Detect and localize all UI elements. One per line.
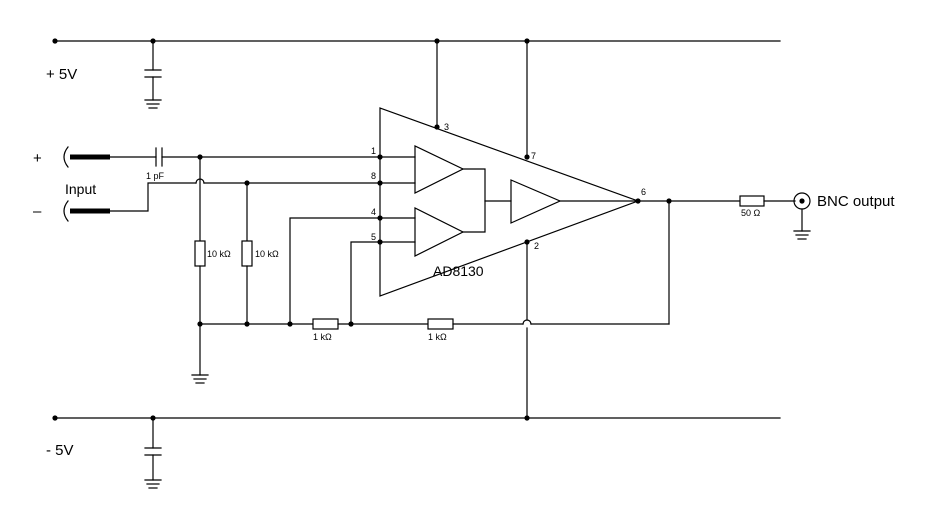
pin-6-label: 6 (641, 187, 646, 197)
bnc-output-label: BNC output (817, 193, 895, 210)
resistor-1k-1-label: 1 kΩ (313, 332, 332, 342)
pin-3-label: 3 (444, 122, 449, 132)
pin-7-label: 7 (531, 151, 536, 161)
pin-1-label: 1 (371, 146, 376, 156)
positive-rail (52, 38, 781, 44)
resistor-50-ohm-label: 50 Ω (741, 208, 761, 218)
input-plus-sign: + (33, 150, 42, 167)
ground-icon (191, 374, 209, 384)
pin-5-label: 5 (371, 232, 376, 242)
ground-icon (793, 230, 811, 240)
ground-icon (144, 99, 162, 109)
input-label: Input (65, 181, 96, 197)
resistor-10k-1-label: 10 kΩ (207, 249, 231, 259)
input-capacitor-label: 1 pF (146, 171, 165, 181)
resistor-1k-2 (427, 318, 454, 330)
positive-rail-label: + 5V (46, 66, 77, 83)
decoupling-capacitor-negative (144, 417, 162, 481)
input-minus-connector-icon (63, 200, 110, 222)
pin-2-label: 2 (534, 241, 539, 251)
negative-rail-label: - 5V (46, 442, 74, 459)
amplifier-part-label: AD8130 (433, 263, 484, 279)
resistor-10k-1 (194, 240, 206, 267)
ad8130-amplifier (377, 107, 641, 297)
input-plus-connector-icon (63, 146, 110, 168)
resistor-10k-2 (241, 240, 253, 267)
pin-4-label: 4 (371, 207, 376, 217)
resistor-10k-2-label: 10 kΩ (255, 249, 279, 259)
resistor-50-ohm (739, 195, 765, 207)
negative-rail (52, 415, 781, 421)
resistor-1k-1 (312, 318, 339, 330)
decoupling-capacitor-positive (144, 40, 162, 101)
bnc-connector-icon (793, 192, 811, 232)
resistor-1k-2-label: 1 kΩ (428, 332, 447, 342)
ground-icon (144, 479, 162, 489)
pin-8-label: 8 (371, 171, 376, 181)
input-capacitor (155, 147, 163, 167)
input-minus-sign: – (33, 203, 42, 220)
